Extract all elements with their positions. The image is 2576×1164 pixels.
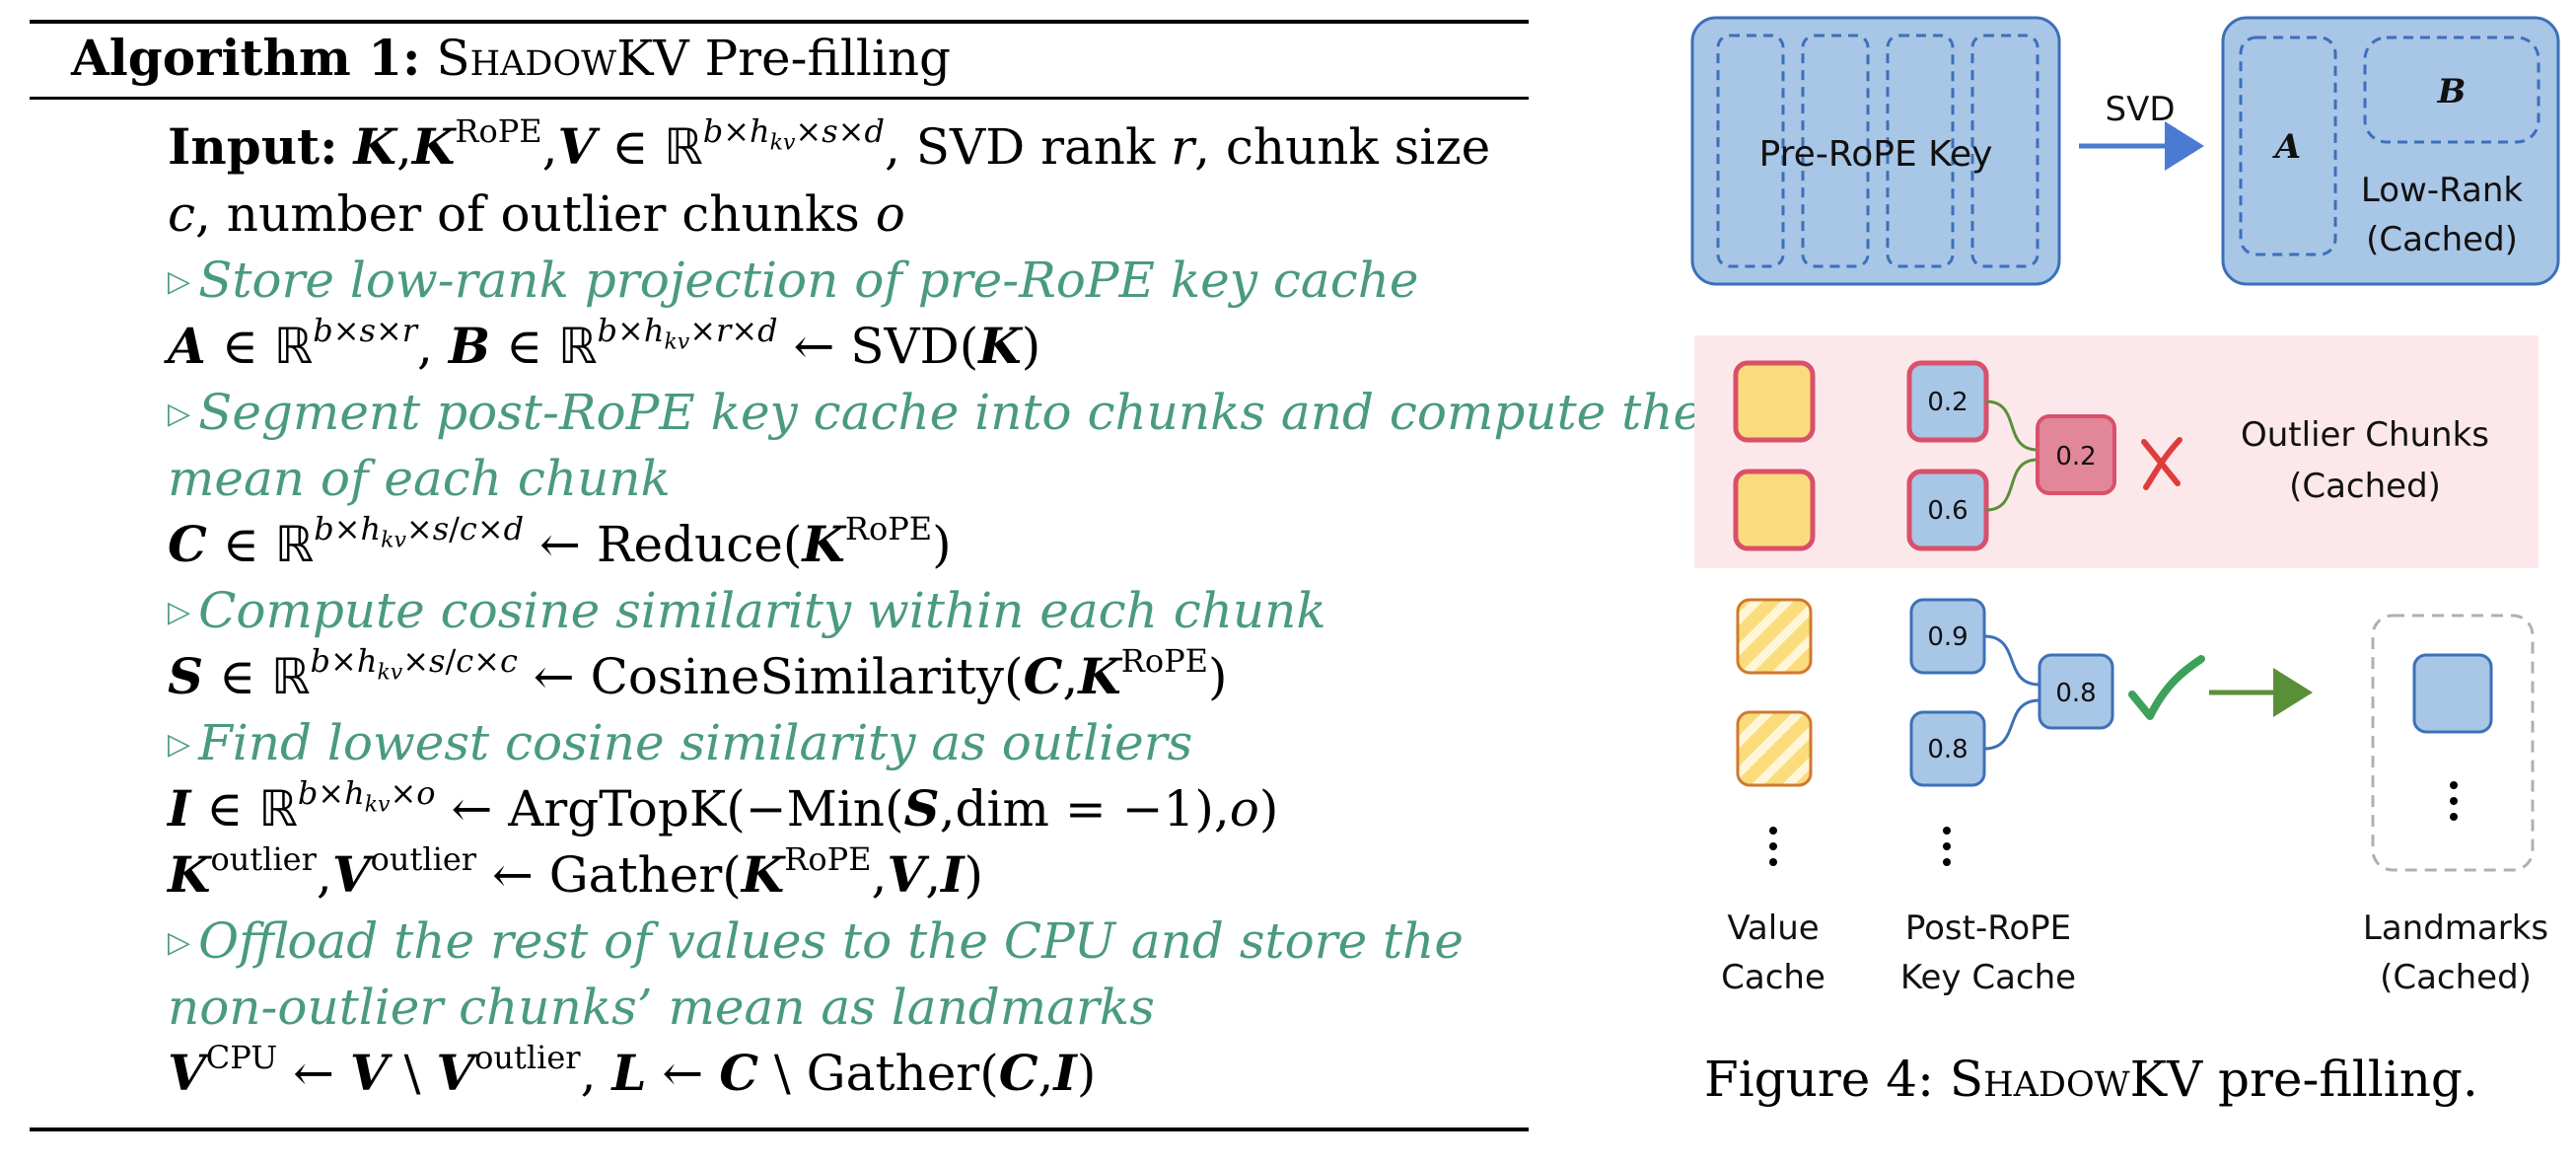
- svd-label: SVD: [2105, 90, 2175, 129]
- score-outlier-2: 0.6: [1927, 496, 1968, 526]
- pre-rope-key-block: [1690, 16, 2061, 286]
- outlier-mean-box: [2036, 414, 2116, 495]
- title-rule: [30, 97, 1529, 100]
- value-cache-label-2: Cache: [1721, 958, 1825, 997]
- input-line-2: c, number of outlier chunks o: [168, 185, 905, 243]
- comment-outliers: ▷Find lowest cosine similarity as outlie…: [168, 714, 1193, 771]
- algorithm-block: Algorithm 1: ShadowKV Pre-filling Input:…: [30, 20, 1702, 1131]
- value-cache-normal-1: [1736, 598, 1813, 675]
- svd-step: A ∈ ℝb×s×r, B ∈ ℝb×hkv×r×d ← SVD(K): [168, 312, 1041, 375]
- score-normal-1: 0.9: [1927, 622, 1968, 652]
- outlier-chunks-cached-label: (Cached): [2289, 467, 2441, 506]
- figure-caption: Figure 4: ShadowKV pre-filling.: [1704, 1051, 2478, 1108]
- pre-rope-key-label: Pre-RoPE Key: [1759, 134, 1993, 175]
- post-rope-label: Post-RoPE: [1905, 909, 2071, 948]
- outlier-chunks-label: Outlier Chunks: [2241, 415, 2489, 455]
- b-matrix-label: B: [2437, 72, 2467, 111]
- landmarks-cached-label: (Cached): [2380, 958, 2532, 997]
- low-rank-block: [2221, 16, 2560, 286]
- ellipsis-dots: [1769, 781, 2458, 866]
- red-cross-icon: [2141, 437, 2182, 490]
- cosine-step: S ∈ ℝb×hkv×s/c×c ← CosineSimilarity(C,KR…: [168, 642, 1228, 705]
- comment-low-rank: ▷Store low-rank projection of pre-RoPE k…: [168, 252, 1419, 309]
- value-cache-outlier-2: [1733, 469, 1816, 551]
- low-rank-cached-label: (Cached): [2366, 220, 2518, 259]
- bottom-rule: [30, 1128, 1529, 1131]
- comment-segment-a: ▷Segment post-RoPE key cache into chunks…: [168, 384, 1703, 441]
- outlier-merge-line-1: [1985, 400, 2039, 452]
- argtopk-step: I ∈ ℝb×hkv×o ← ArgTopK(−Min(S,dim = −1),…: [168, 774, 1279, 837]
- score-outlier-1: 0.2: [1927, 388, 1968, 417]
- offload-step: VCPU ← V \ Voutlier, L ← C \ Gather(C,I): [168, 1039, 1097, 1102]
- comment-segment-b: mean of each chunk: [168, 450, 671, 507]
- low-rank-label: Low-Rank: [2361, 171, 2523, 210]
- normal-mean-box: [2038, 653, 2114, 730]
- comment-offload-b: non-outlier chunks’ mean as landmarks: [168, 979, 1155, 1036]
- landmarks-container: [2371, 614, 2535, 872]
- normal-merge-line-2: [1983, 698, 2040, 751]
- algorithm-title: Algorithm 1: ShadowKV Pre-filling: [71, 29, 952, 87]
- input-line-1: Input: K,KRoPE,V ∈ ℝb×hkv×s×d, SVD rank …: [168, 112, 1491, 176]
- outlier-merge-line-2: [1985, 458, 2039, 512]
- landmark-box: [2412, 653, 2493, 734]
- normal-merge-line-1: [1983, 634, 2040, 687]
- comment-cosine: ▷Compute cosine similarity within each c…: [168, 582, 1326, 639]
- reduce-step: C ∈ ℝb×hkv×s/c×d ← Reduce(KRoPE): [168, 510, 952, 573]
- value-cache-outlier-1: [1733, 360, 1816, 443]
- a-matrix-label: A: [2272, 127, 2301, 167]
- post-rope-label-2: Key Cache: [1900, 958, 2076, 997]
- landmarks-label: Landmarks: [2363, 909, 2548, 948]
- gather-step: Koutlier,Voutlier ← Gather(KRoPE,V,I): [168, 840, 984, 904]
- value-cache-normal-2: [1736, 710, 1813, 787]
- score-normal-mean: 0.8: [2055, 679, 2096, 708]
- score-outlier-mean: 0.2: [2055, 442, 2096, 472]
- value-cache-label: Value: [1727, 909, 1819, 948]
- comment-offload-a: ▷Offload the rest of values to the CPU a…: [168, 912, 1464, 970]
- green-check-icon: [2128, 655, 2205, 720]
- score-normal-2: 0.8: [1927, 735, 1968, 764]
- figure-diagram: Pre-RoPE Key SVD A B Low-Rank (Cached) 0…: [1690, 16, 2560, 997]
- top-rule: [30, 20, 1529, 24]
- shadowkv-figure: Pre-RoPE Key SVD A B Low-Rank (Cached) 0…: [1677, 0, 2576, 1164]
